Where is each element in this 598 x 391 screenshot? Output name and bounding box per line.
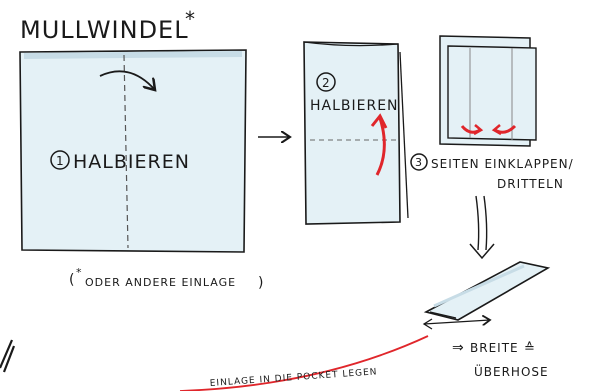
step-3-label-line2: DRITTELN	[497, 177, 564, 191]
step-3-label: SEITEN EINKLAPPEN/	[431, 157, 574, 171]
folded-insert	[426, 262, 548, 320]
cloth-thirds	[440, 36, 536, 146]
step-2-label: HALBIEREN	[310, 98, 399, 114]
footnote-text: ODER ANDERE EINLAGE	[85, 276, 236, 289]
footnote-star: *	[76, 266, 83, 279]
width-note-line1: BREITE	[470, 341, 519, 355]
step-arrow-3-4	[470, 196, 494, 258]
footnote-paren-open: (	[69, 272, 75, 288]
title-asterisk: *	[185, 7, 196, 31]
width-arrow	[424, 320, 490, 324]
cloth-half	[304, 42, 408, 224]
width-note-line2: ÜBERHOSE	[474, 363, 549, 379]
bottom-label: EINLAGE IN DIE POCKET LEGEN	[210, 367, 378, 389]
step-1-number: 1	[56, 154, 65, 168]
edge-stroke	[0, 340, 14, 372]
width-note-equal-sign: ≙	[524, 341, 536, 356]
title: MULLWINDEL	[20, 16, 189, 44]
step-1-label: HALBIEREN	[73, 151, 190, 173]
step-2-number: 2	[322, 76, 331, 90]
width-note-arrow: ⇒	[452, 340, 465, 356]
footnote-paren-close: )	[258, 275, 264, 291]
step-3-number: 3	[415, 156, 423, 169]
